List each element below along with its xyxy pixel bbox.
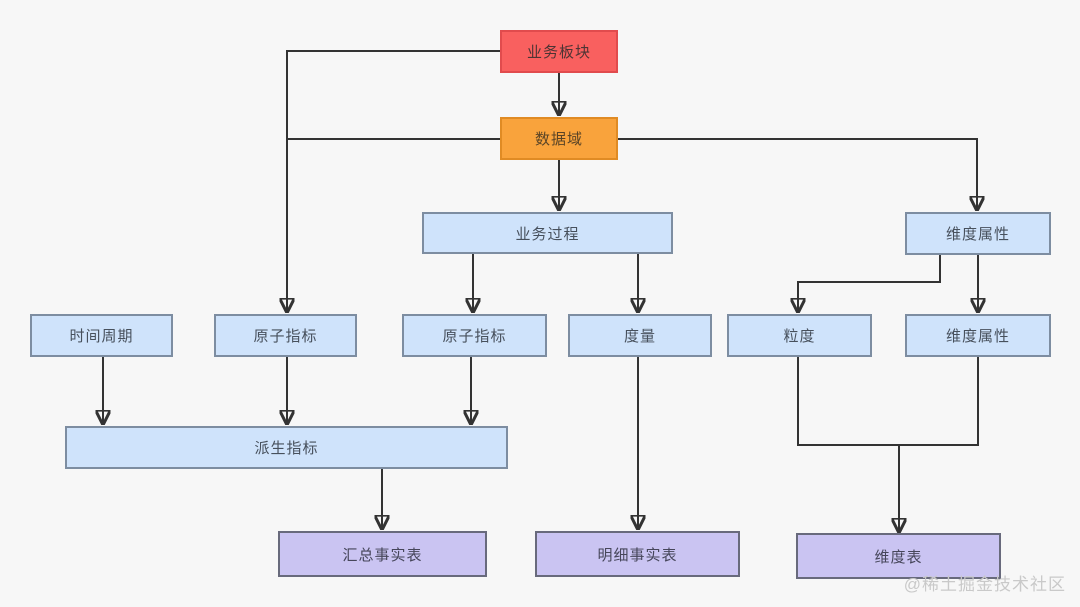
node-summary-fact-table: 汇总事实表	[278, 531, 487, 577]
node-dimension-attribute-bottom: 维度属性	[905, 314, 1051, 357]
node-time-period: 时间周期	[30, 314, 173, 357]
node-granularity: 粒度	[727, 314, 872, 357]
node-detail-fact-table: 明细事实表	[535, 531, 740, 577]
node-business-sector: 业务板块	[500, 30, 618, 73]
node-atomic-indicator-1: 原子指标	[214, 314, 357, 357]
node-derived-indicator: 派生指标	[65, 426, 508, 469]
node-dimension-attribute-top: 维度属性	[905, 212, 1051, 255]
watermark: @稀土掘金技术社区	[903, 575, 1066, 594]
node-dimension-table: 维度表	[796, 533, 1001, 579]
node-business-process: 业务过程	[422, 212, 673, 254]
node-atomic-indicator-2: 原子指标	[402, 314, 547, 357]
node-data-domain: 数据域	[500, 117, 618, 160]
node-measure: 度量	[568, 314, 712, 357]
